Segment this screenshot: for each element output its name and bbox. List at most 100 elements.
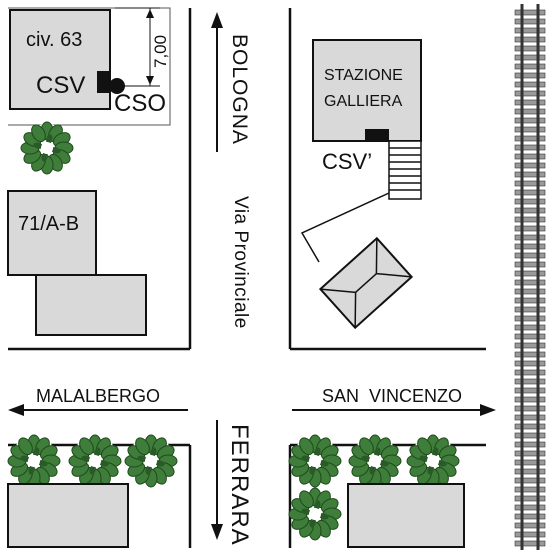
rail-tie [514,288,546,295]
malalbergo-arrow-icon [8,404,188,416]
rail-tie [514,441,546,448]
street-name-label: Via Provinciale [230,196,251,329]
rail-tie [514,522,546,529]
rail-tie [514,36,546,43]
stairs [388,140,422,200]
rail-tie [514,261,546,268]
station-label-line1: STAZIONE [324,67,403,84]
station-building [312,39,422,142]
rail-tie [514,468,546,475]
san-vincenzo-label: SAN VINCENZO [322,386,462,406]
building-bottom-left [7,483,129,548]
rail-tie [514,27,546,34]
cso-label: CSO [114,90,166,117]
building-71-label: 71/A-B [18,213,79,235]
building-71-annex [35,274,147,336]
tree-icon [124,434,178,488]
rail-tie [514,495,546,502]
ferrara-arrow-icon [211,420,223,540]
dimension-label: 7,00 [151,35,170,68]
ferrara-label: FERRARA [226,424,253,546]
rail-tie [514,225,546,232]
pavilion [318,236,414,330]
building-bottom-right [347,483,465,548]
rail-tie [514,90,546,97]
rail-tie [514,459,546,466]
rail-tie [514,18,546,25]
rail-tie [514,117,546,124]
rail-tie [514,144,546,151]
rail-tie [514,423,546,430]
tree-icon [68,434,122,488]
rail-tie [514,153,546,160]
rail-tie [514,504,546,511]
rail-tie [514,531,546,538]
csv-prime-marker [365,129,389,140]
rail-tie [514,216,546,223]
csv-prime-label: CSV’ [322,149,372,174]
rail-tie [514,198,546,205]
rail-tie [514,189,546,196]
rail-tie [514,306,546,313]
rail-tie [514,72,546,79]
building-civ-63 [9,9,111,110]
rail-tie [514,171,546,178]
rail-tie [514,108,546,115]
rail-tie [514,432,546,439]
rail-tie [514,351,546,358]
rail-tie [514,324,546,331]
rail-tie [514,477,546,484]
rail-tie [514,99,546,106]
rail-tie [514,378,546,385]
rail-tie [514,486,546,493]
tree-icon [20,121,74,175]
rail-tie [514,63,546,70]
railway-track [514,4,546,550]
bologna-arrow-icon [211,12,223,152]
tree-icon [406,434,460,488]
tree-icon [288,434,342,488]
rail-tie [514,54,546,61]
rail-tie [514,414,546,421]
rail-tie [514,207,546,214]
path-outline [300,192,390,263]
dimension-line [115,7,160,87]
tree-icon [348,434,402,488]
rail-tie [514,180,546,187]
building-71a-b [7,190,97,276]
civ-number-label: civ. 63 [26,29,82,51]
rail-tie [514,243,546,250]
rail-tie [514,270,546,277]
rail-tie [514,396,546,403]
rail-tie [514,126,546,133]
property-boundary [8,7,171,126]
rail-tie [514,369,546,376]
tree-icon [7,434,61,488]
malalbergo-label: MALALBERGO [36,386,160,406]
csv-label: CSV [36,72,85,99]
rail-tie [514,360,546,367]
tree-icon [288,487,342,541]
rail-tie [514,450,546,457]
bologna-label: BOLOGNA [228,34,251,145]
rail-tie [514,135,546,142]
station-label-line2: GALLIERA [324,93,403,110]
rail-tie [514,387,546,394]
rail-tie [514,342,546,349]
csv-marker [97,71,109,93]
rail-tie [514,162,546,169]
rail-tie [514,234,546,241]
rail-tie [514,405,546,412]
rail-tie [514,333,546,340]
rail-tie [514,540,546,547]
rail-tie [514,252,546,259]
rail-tie [514,81,546,88]
rail-tie [514,513,546,520]
rail-tie [514,297,546,304]
rail-tie [514,45,546,52]
san-vincenzo-arrow-icon [292,404,496,416]
rail-tie [514,9,546,16]
rail-tie [514,315,546,322]
rail-tie [514,279,546,286]
